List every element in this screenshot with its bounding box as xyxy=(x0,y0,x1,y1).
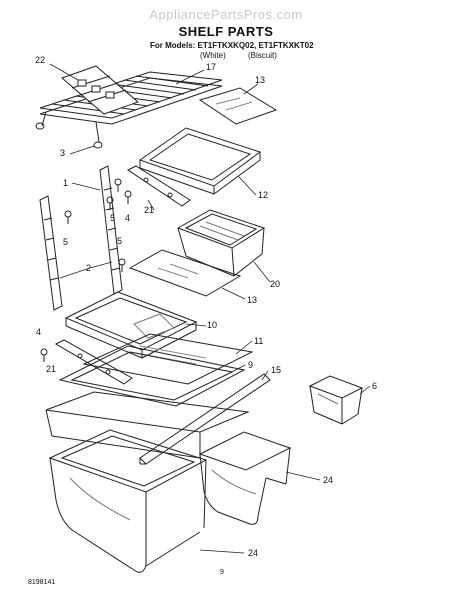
variant-biscuit: (Biscuit) xyxy=(248,51,277,60)
callout-1: 1 xyxy=(63,178,69,188)
callout-22: 22 xyxy=(35,55,46,65)
document-number: 8198141 xyxy=(28,579,56,586)
callout-24-bottom: 24 xyxy=(248,548,259,558)
crisper-frame-lower xyxy=(60,346,244,406)
callout-13-lower: 13 xyxy=(247,295,258,305)
callout-6: 6 xyxy=(372,381,378,391)
glass-shelf-middle xyxy=(130,250,240,296)
callout-4-lower: 4 xyxy=(36,327,42,337)
shelf-bracket-lower xyxy=(56,340,132,384)
crisper-glass-cover xyxy=(84,334,252,384)
meat-pan xyxy=(178,210,264,276)
wire-shelf xyxy=(36,72,222,148)
crisper-drawer-left xyxy=(50,430,206,572)
crisper-cover-frame xyxy=(140,128,260,194)
glass-shelf-top xyxy=(200,88,276,124)
variant-white: (White) xyxy=(200,51,226,60)
callout-15: 15 xyxy=(271,365,282,375)
callout-13-top: 13 xyxy=(255,75,266,85)
watermark: AppliancePartsPros.com xyxy=(149,7,303,22)
models-line: For Models: ET1FTKXKQ02, ET1FTKXKT02 xyxy=(150,41,314,50)
shelf-bracket-top xyxy=(128,166,190,206)
callout-5-left: 5 xyxy=(63,237,69,247)
callout-10: 10 xyxy=(207,320,218,330)
callout-20: 20 xyxy=(270,279,281,289)
crisper-tray xyxy=(46,392,248,458)
ice-tray-holder xyxy=(62,66,138,114)
shelf-ladder-right xyxy=(100,166,122,294)
page-number: 9 xyxy=(220,569,224,576)
callout-9: 9 xyxy=(248,360,254,370)
callout-21-lower: 21 xyxy=(46,364,57,374)
screws xyxy=(40,178,132,362)
callout-24-right: 24 xyxy=(323,475,334,485)
callout-12: 12 xyxy=(258,190,269,200)
callout-11: 11 xyxy=(254,336,264,346)
leader-lines xyxy=(50,64,370,553)
callout-5-right: 5 xyxy=(117,236,123,246)
shelf-ladder-left xyxy=(40,196,62,310)
crisper-drawer-right xyxy=(200,432,290,524)
crisper-divider xyxy=(140,374,270,464)
utility-bin xyxy=(310,376,362,424)
callout-17: 17 xyxy=(206,62,217,72)
callout-3: 3 xyxy=(60,148,66,158)
callout-5-upper: 5 xyxy=(110,213,116,223)
shelf-frame xyxy=(66,292,196,358)
callout-4-upper: 4 xyxy=(125,213,131,223)
callout-2: 2 xyxy=(86,263,92,273)
callout-21-upper: 21 xyxy=(144,205,155,215)
page-title: SHELF PARTS xyxy=(178,24,274,39)
